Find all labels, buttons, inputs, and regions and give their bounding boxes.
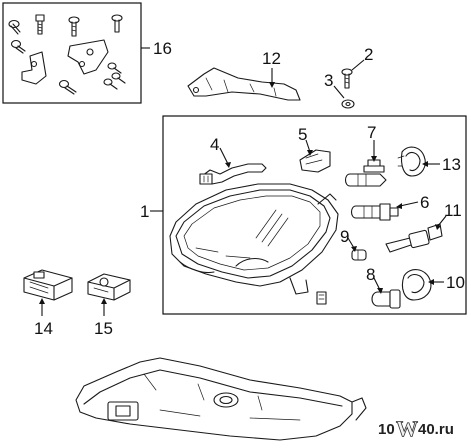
bulb-8 (371, 289, 401, 309)
callout-3: 3 (324, 71, 333, 90)
headlamp-assembly-frame (162, 115, 467, 315)
bulb-9 (351, 249, 367, 261)
lamp-cap-10 (401, 269, 432, 301)
watermark-mark: W (396, 416, 418, 441)
callout-8: 8 (366, 265, 375, 284)
control-module-15 (87, 273, 131, 301)
retainer-clip (316, 291, 327, 305)
callout-6: 6 (420, 193, 429, 212)
callout-15: 15 (94, 319, 113, 338)
callout-10: 10 (446, 273, 465, 292)
callout-9: 9 (340, 227, 349, 246)
socket-wire-4 (199, 163, 267, 185)
bulb-7 (344, 159, 387, 187)
callout-14: 14 (34, 319, 53, 338)
upper-bracket (187, 67, 301, 101)
callout-11: 11 (444, 201, 462, 220)
bracket-right (67, 39, 109, 75)
bulb-6 (350, 203, 399, 221)
callout-7: 7 (367, 123, 376, 142)
hardware-kit-frame (2, 2, 142, 104)
lower-support-panel (75, 357, 367, 441)
callout-4: 4 (210, 135, 219, 154)
lamp-cap-13 (397, 146, 426, 177)
callout-2: 2 (364, 45, 373, 64)
callout-12: 12 (262, 49, 281, 68)
hardware-kit-parts (8, 14, 126, 95)
bolt-2 (341, 68, 353, 89)
bulb-11 (385, 223, 443, 253)
callout-5: 5 (298, 125, 307, 144)
callout-13: 13 (442, 155, 461, 174)
watermark-logo: 10 W 40.ru (378, 416, 454, 442)
washer-3 (341, 99, 355, 109)
bulb-cover-5 (299, 149, 331, 173)
headlamp-housing (169, 183, 339, 295)
watermark-suffix: 40.ru (418, 421, 454, 438)
callout-1: 1 (140, 202, 149, 221)
watermark-prefix: 10 (378, 421, 395, 438)
bracket-left (21, 51, 47, 85)
callout-16: 16 (153, 39, 172, 58)
ballast-14 (23, 269, 73, 301)
